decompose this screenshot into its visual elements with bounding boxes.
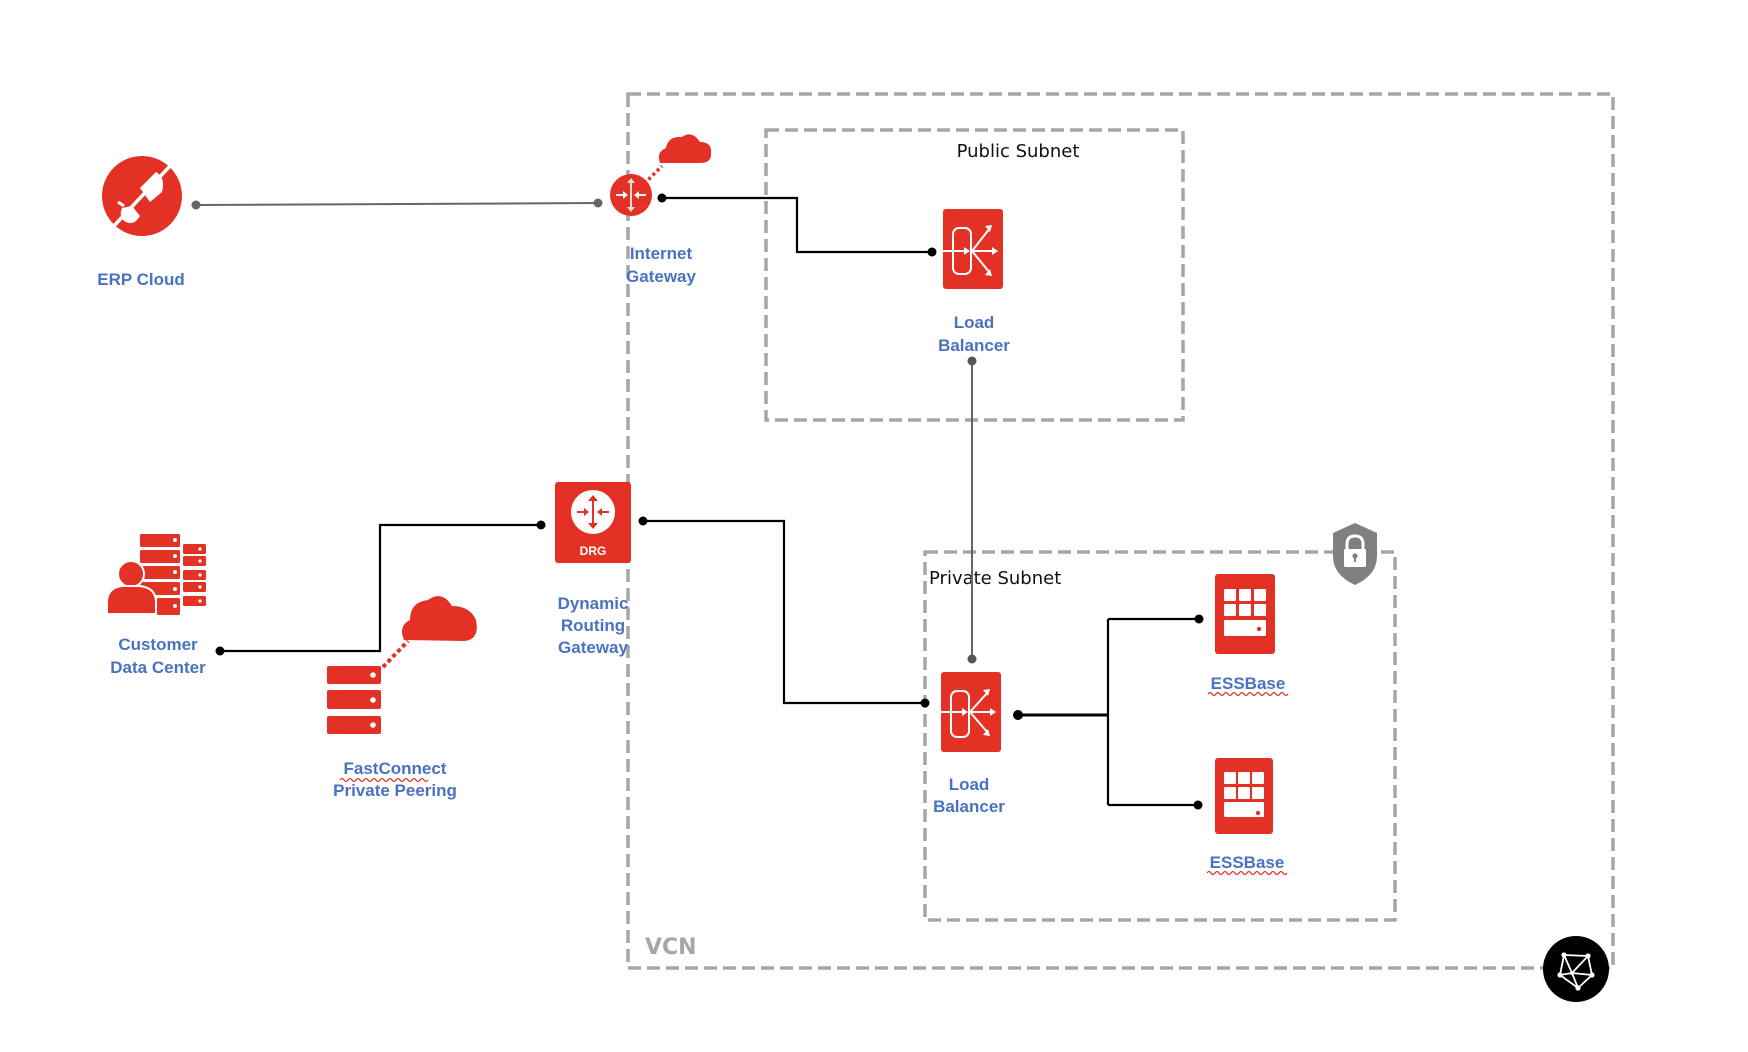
router-icon <box>610 174 652 216</box>
drg-icon-text: DRG <box>580 544 607 558</box>
edge-igw-to-public-lb <box>657 193 937 257</box>
edge-private-lb-to-essbase <box>1013 614 1204 810</box>
customer-dc-label-line2: Data Center <box>110 658 206 677</box>
public-subnet-boundary <box>764 128 1185 422</box>
fastconnect-label-line1: FastConnect <box>344 759 447 778</box>
vcn-container: VCN <box>626 92 1615 970</box>
public-lb-label-line2: Balancer <box>938 336 1010 355</box>
cloud-icon <box>658 134 712 163</box>
drg-label-line1: Dynamic <box>558 594 629 613</box>
erp-cloud-label: ERP Cloud <box>97 270 185 289</box>
cloud-icon <box>402 596 477 641</box>
vcn-label: VCN <box>645 935 697 960</box>
load-balancer-icon <box>943 209 1003 289</box>
drg-label-line3: Gateway <box>558 638 628 657</box>
security-shield-lock-icon <box>1333 523 1377 585</box>
fastconnect-node[interactable]: FastConnect Private Peering <box>327 596 477 800</box>
public-load-balancer-node[interactable]: Load Balancer <box>938 209 1010 355</box>
fastconnect-label-line2: Private Peering <box>333 781 457 800</box>
load-balancer-icon <box>941 672 1001 752</box>
edge-erp-to-igw <box>191 198 603 210</box>
connections <box>191 193 1204 810</box>
private-subnet-boundary <box>923 550 1397 922</box>
drg-label-line2: Routing <box>561 616 625 635</box>
spellcheck-underline <box>339 777 429 783</box>
dotted-link <box>381 639 410 669</box>
private-lb-label-line1: Load <box>949 775 990 794</box>
private-lb-label-line2: Balancer <box>933 797 1005 816</box>
internet-gateway-label-line2: Gateway <box>626 267 696 286</box>
essbase-1-label: ESSBase <box>1211 674 1286 693</box>
spellcheck-underline <box>1206 870 1288 876</box>
edge-drg-to-private-lb <box>638 516 930 708</box>
internet-gateway-label-line1: Internet <box>630 244 693 263</box>
server-stack-icon <box>327 666 381 734</box>
essbase-2-label: ESSBase <box>1210 853 1285 872</box>
vcn-boundary <box>626 92 1615 970</box>
drg-icon: DRG <box>555 482 631 563</box>
edge-public-lb-to-private-lb <box>967 356 977 664</box>
database-grid-icon <box>1215 574 1275 654</box>
vcn-network-icon <box>1543 936 1609 1002</box>
public-subnet-label: Public Subnet <box>957 141 1080 162</box>
database-grid-icon <box>1215 758 1273 834</box>
edge-customer-dc-to-drg <box>215 520 546 656</box>
internet-gateway-node[interactable]: Internet Gateway <box>610 134 712 286</box>
private-subnet-label: Private Subnet <box>929 568 1061 589</box>
customer-dc-label-line1: Customer <box>118 635 198 654</box>
spellcheck-underline <box>1207 691 1289 697</box>
dotted-link <box>638 164 664 190</box>
erp-cloud-node[interactable]: ERP Cloud <box>97 156 185 289</box>
private-subnet-container: Private Subnet <box>923 523 1397 922</box>
dynamic-routing-gateway-node[interactable]: DRG Dynamic Routing Gateway <box>555 482 631 657</box>
plug-icon <box>102 156 182 236</box>
essbase-node-1[interactable]: ESSBase <box>1207 574 1289 697</box>
essbase-node-2[interactable]: ESSBase <box>1206 758 1288 876</box>
private-load-balancer-node[interactable]: Load Balancer <box>933 672 1005 816</box>
user-server-icon <box>106 534 206 615</box>
public-lb-label-line1: Load <box>954 313 995 332</box>
customer-data-center-node[interactable]: Customer Data Center <box>106 534 206 677</box>
public-subnet-container: Public Subnet <box>764 128 1185 422</box>
